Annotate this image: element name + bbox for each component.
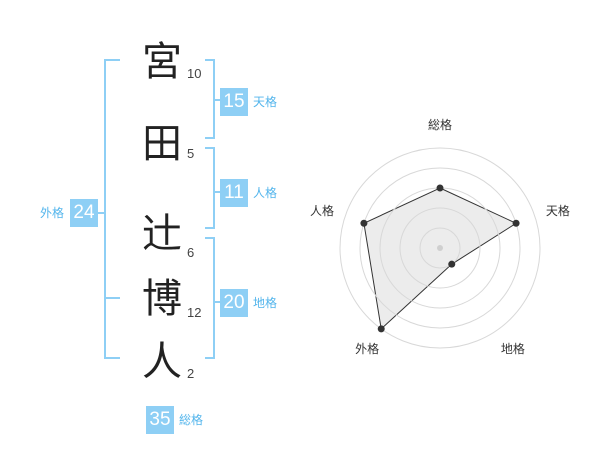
name-char-2: 田 <box>142 121 182 167</box>
tenkaku-value: 15 <box>220 88 248 116</box>
stroke-count-3: 6 <box>187 245 195 260</box>
radar-axis-label-3: 地格 <box>500 342 525 357</box>
stroke-count-5: 2 <box>187 366 195 381</box>
gaikaku-label: 外格 <box>40 206 65 220</box>
radar-point-1 <box>436 184 444 192</box>
stroke-count-1: 10 <box>187 66 202 81</box>
stroke-count-4: 12 <box>187 305 202 320</box>
tenkaku-bracket <box>205 59 220 139</box>
tenkaku-label: 天格 <box>253 95 278 109</box>
radar-point-5 <box>360 219 368 227</box>
name-char-1: 宮 <box>142 39 182 85</box>
stroke-count-2: 5 <box>187 146 195 161</box>
chikaku-value: 20 <box>220 289 248 317</box>
chikaku-label: 地格 <box>253 296 278 310</box>
name-char-5: 人 <box>142 339 182 385</box>
radar-ring <box>419 227 461 269</box>
jinkaku-value: 11 <box>220 179 248 207</box>
jinkaku-bracket <box>205 147 220 229</box>
jinkaku-label: 人格 <box>253 186 278 200</box>
radar-axis-label-5: 人格 <box>310 203 335 218</box>
radar-axis-label-1: 総格 <box>427 118 452 132</box>
name-char-3: 辻 <box>142 211 182 257</box>
radar-ring <box>399 207 481 289</box>
radar-point-2 <box>512 219 520 227</box>
name-char-4: 博 <box>142 276 182 322</box>
radar-axis-label-4: 外格 <box>355 342 380 357</box>
soukaku-label: 総格 <box>179 413 204 427</box>
radar-series-area <box>363 187 518 330</box>
chikaku-bracket <box>205 237 220 359</box>
gaikaku-value: 24 <box>70 199 98 227</box>
soukaku-value: 35 <box>146 406 174 434</box>
radar-point-3 <box>448 260 456 268</box>
radar-axis-label-2: 天格 <box>545 203 570 218</box>
radar-center <box>437 245 443 251</box>
radar-ring <box>359 167 521 329</box>
gaikaku-bracket <box>97 59 120 359</box>
radar-point-4 <box>377 325 385 333</box>
